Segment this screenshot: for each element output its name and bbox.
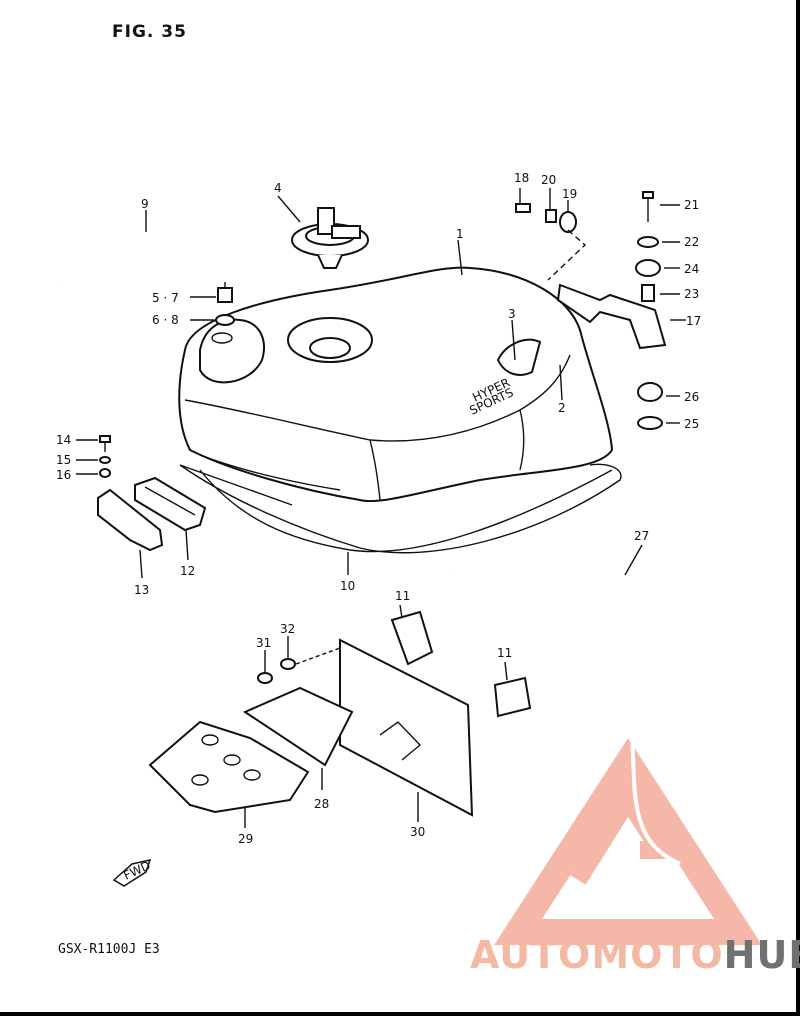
label-24: 24 (684, 262, 699, 276)
label-16: 16 (56, 468, 71, 482)
label-20: 20 (541, 173, 556, 187)
washer-25 (637, 416, 680, 430)
label-4: 4 (274, 181, 282, 195)
label-14: 14 (56, 433, 71, 447)
plate-28 (242, 686, 354, 790)
label-28: 28 (314, 797, 329, 811)
washer-22 (637, 236, 680, 248)
label-2: 2 (558, 401, 566, 415)
label-1: 1 (456, 227, 464, 241)
breather-fitting-5-7 (190, 282, 233, 303)
label-10: 10 (340, 579, 355, 593)
screw-31 (257, 650, 273, 684)
part-labels: 1 2 3 4 5 · 7 6 · 8 9 10 11 11 12 13 14 … (56, 171, 701, 846)
front-bracket-13 (97, 488, 164, 579)
washer-32 (280, 636, 341, 670)
watermark-text: AUTOMOTOHUB (470, 933, 800, 977)
label-27: 27 (634, 529, 649, 543)
label-11-right: 11 (497, 646, 512, 660)
tank-seal-10 (179, 463, 622, 575)
label-9: 9 (141, 197, 149, 211)
label-11-upper: 11 (395, 589, 410, 603)
label-6-8: 6 · 8 (152, 313, 179, 327)
label-29: 29 (238, 832, 253, 846)
breather-hose-9 (61, 210, 224, 287)
cushion-11-upper (390, 604, 434, 666)
label-32: 32 (280, 622, 295, 636)
front-mount-hardware (76, 435, 111, 478)
label-12: 12 (180, 564, 195, 578)
watermark-logo-icon (494, 738, 762, 945)
label-18: 18 (514, 171, 529, 185)
watermark-part1: AUTOMOTO (470, 933, 724, 977)
label-19: 19 (562, 187, 577, 201)
insulator-30 (339, 638, 474, 822)
grommet-24 (635, 259, 680, 277)
model-code: GSX-R1100J E3 (58, 942, 160, 957)
cushion-12 (134, 476, 207, 561)
cushion-11-right (493, 661, 532, 718)
label-15: 15 (56, 453, 71, 467)
figure-title: FIG. 35 (112, 22, 187, 42)
label-17: 17 (686, 314, 701, 328)
label-30: 30 (410, 825, 425, 839)
label-31: 31 (256, 636, 271, 650)
gasket-6-8 (190, 314, 235, 326)
fuel-tank-1: HYPER SPORTS (178, 239, 614, 553)
pad-29 (148, 720, 310, 828)
label-26: 26 (684, 390, 699, 404)
grommet-26 (637, 382, 680, 402)
label-25: 25 (684, 417, 699, 431)
label-23: 23 (684, 287, 699, 301)
label-22: 22 (684, 235, 699, 249)
fwd-arrow-icon: FWD (112, 858, 153, 887)
fwd-label: FWD (121, 858, 152, 883)
label-13: 13 (134, 583, 149, 597)
label-21: 21 (684, 198, 699, 212)
collar-23 (641, 284, 680, 302)
label-3: 3 (508, 307, 516, 321)
watermark-part2: HUB (723, 933, 800, 977)
drain-hose-27 (451, 544, 681, 866)
label-5-7: 5 · 7 (152, 291, 179, 305)
bolt-21 (642, 191, 680, 222)
fuel-cap-4 (277, 195, 369, 269)
bracket-assembly-17 (515, 188, 686, 350)
